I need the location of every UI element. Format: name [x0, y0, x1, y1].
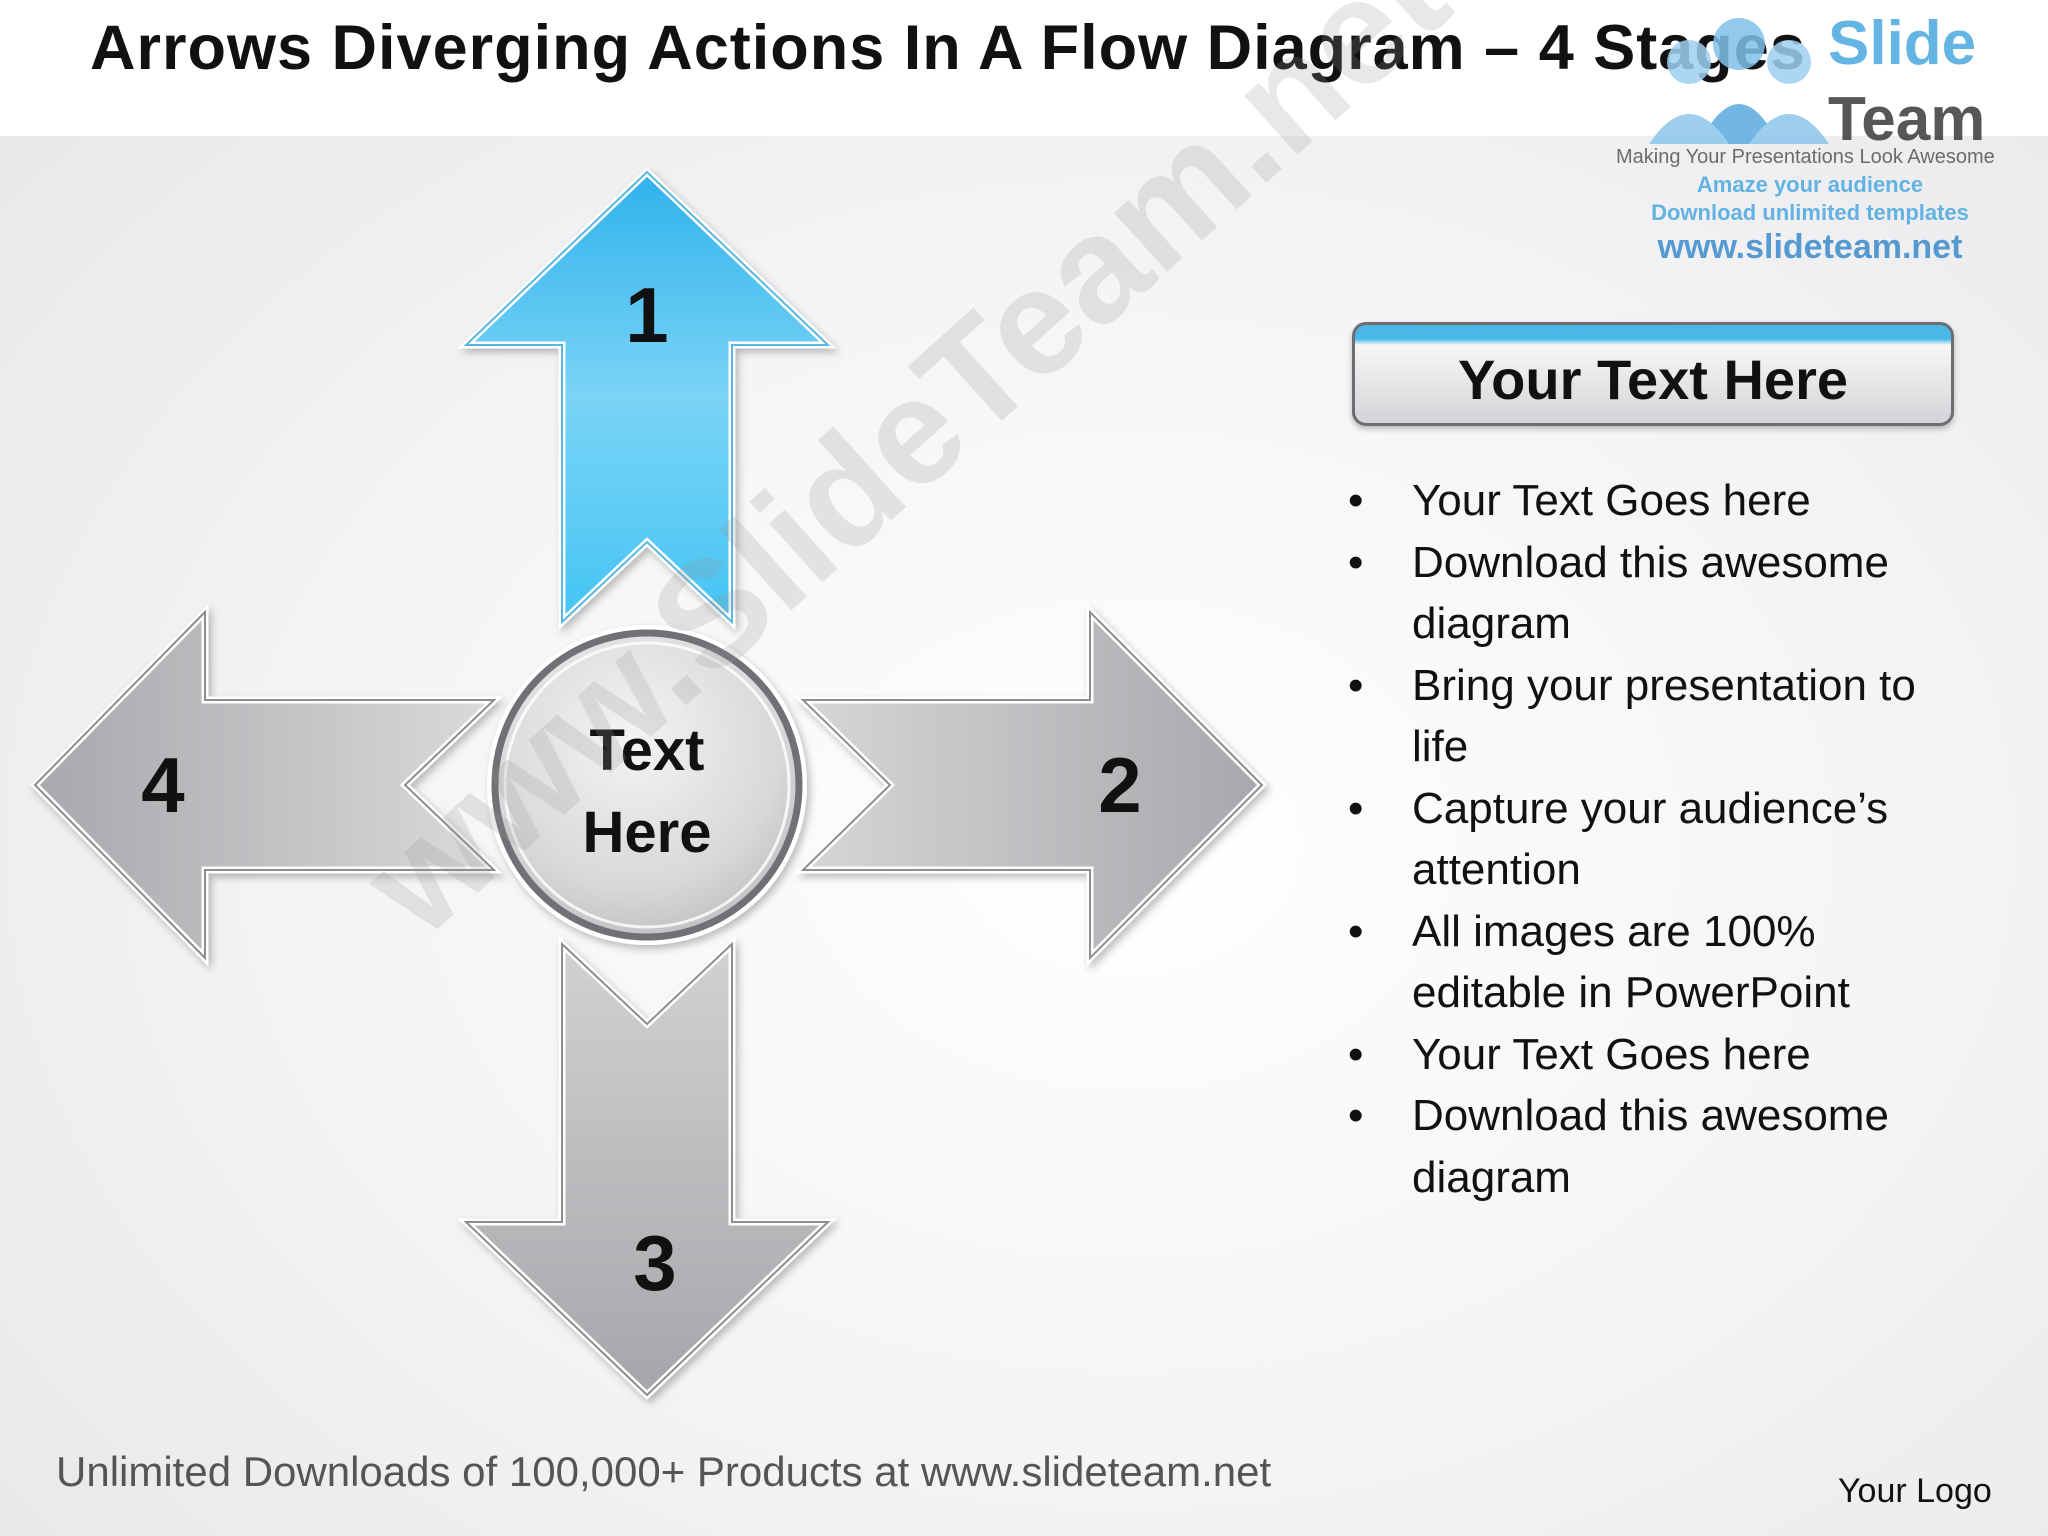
arrow-2-label: 2 [1098, 741, 1141, 829]
bullet-item: Download this awesome diagram [1340, 1085, 1980, 1208]
brand-word-slide: Slide [1828, 9, 1977, 78]
bullet-item: Your Text Goes here [1340, 470, 1980, 532]
arrow-3-label: 3 [633, 1219, 676, 1307]
bullet-item: Bring your presentation to life [1340, 655, 1980, 778]
center-text-line-1: Text [590, 718, 705, 783]
arrow-3-down [457, 935, 837, 1400]
slideteam-watermark-logo: Slide Team Making Your Presentations Loo… [1600, 6, 2030, 266]
brand-url: www.slideteam.net [1657, 228, 1963, 266]
logo-placeholder: Your Logo [1838, 1472, 1992, 1510]
panel-header-text: Your Text Here [1457, 347, 1849, 411]
bullet-item: Download this awesome diagram [1340, 532, 1980, 655]
arrow-4-label: 4 [141, 741, 184, 829]
people-icon [1649, 18, 1829, 144]
bullet-item: All images are 100% editable in PowerPoi… [1340, 901, 1980, 1024]
footer-text: Unlimited Downloads of 100,000+ Products… [56, 1448, 1272, 1495]
slide-title: Arrows Diverging Actions In A Flow Diagr… [90, 13, 1806, 83]
bullet-item: Capture your audience’s attention [1340, 778, 1980, 901]
arrow-1-up [457, 167, 837, 631]
arrow-2-right [794, 603, 1267, 967]
panel-header-box: Your Text Here [1352, 322, 1954, 426]
center-text-line-2: Here [583, 800, 712, 865]
four-arrow-diagram: 1 2 3 4 Text Here [30, 167, 1267, 1400]
brand-line-amaze: Amaze your audience [1696, 172, 1924, 197]
brand-line-download: Download unlimited templates [1651, 200, 1969, 225]
center-circle [487, 625, 807, 945]
bullet-item: Your Text Goes here [1340, 1024, 1980, 1086]
arrow-4-left [30, 603, 503, 967]
arrow-1-label: 1 [625, 271, 668, 359]
bullet-list: Your Text Goes here Download this awesom… [1340, 470, 1980, 1208]
brand-tagline: Making Your Presentations Look Awesome [1616, 146, 1995, 168]
brand-word-team: Team [1828, 85, 1986, 154]
